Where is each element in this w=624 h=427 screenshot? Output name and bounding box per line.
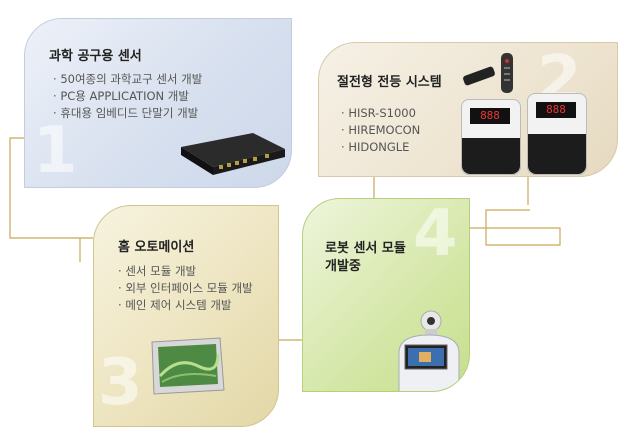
list-item: 외부 인터페이스 모듈 개발 bbox=[118, 280, 252, 297]
sensor-switch-device: 888 bbox=[527, 93, 587, 175]
card-title-line2: 개발중 bbox=[325, 259, 361, 274]
list-item: HIREMOCON bbox=[341, 122, 420, 139]
card-number: 4 bbox=[413, 198, 458, 271]
connector-line-1-3 bbox=[9, 137, 93, 239]
card-title: 홈 오토메이션 bbox=[118, 240, 195, 255]
feature-list: 50여종의 과학교구 센서 개발 PC용 APPLICATION 개발 휴대용 … bbox=[53, 71, 202, 122]
product-list: HISR-S1000 HIREMOCON HIDONGLE bbox=[341, 105, 420, 156]
card-number: 3 bbox=[98, 346, 143, 420]
home-panel-image bbox=[151, 337, 225, 395]
list-item: 50여종의 과학교구 센서 개발 bbox=[53, 71, 202, 88]
card-robot-sensor: 4 로봇 센서 모듈 개발중 bbox=[302, 198, 470, 392]
led-display: 888 bbox=[470, 108, 510, 124]
card-home-automation: 3 홈 오토메이션 센서 모듈 개발 외부 인터페이스 모듈 개발 메인 제어 … bbox=[93, 205, 279, 427]
robot-image bbox=[398, 310, 460, 391]
sensor-device-image bbox=[181, 133, 285, 175]
sensor-switch-device: 888 bbox=[461, 99, 521, 175]
list-item: 센서 모듈 개발 bbox=[118, 263, 253, 280]
list-item: PC용 APPLICATION 개발 bbox=[53, 88, 202, 105]
feature-list: 센서 모듈 개발 외부 인터페이스 모듈 개발 메인 제어 시스템 개발 bbox=[118, 263, 253, 314]
list-item: 휴대용 임베디드 단말기 개발 bbox=[53, 105, 202, 122]
card-title: 과학 공구용 센서 bbox=[49, 49, 142, 64]
list-item: HIDONGLE bbox=[341, 139, 420, 156]
list-item: HISR-S1000 bbox=[341, 105, 420, 122]
led-display: 888 bbox=[536, 102, 576, 118]
device-panel bbox=[528, 134, 586, 174]
dongle-remote-image bbox=[463, 53, 513, 93]
device-panel bbox=[462, 138, 520, 174]
card-title-line1: 로봇 센서 모듈 bbox=[325, 241, 406, 256]
card-science-sensor: 1 과학 공구용 센서 50여종의 과학교구 센서 개발 PC용 APPLICA… bbox=[24, 18, 292, 188]
list-item: 메인 제어 시스템 개발 bbox=[118, 297, 253, 314]
connector-line-4-2 bbox=[470, 209, 561, 246]
card-title: 절전형 전등 시스템 bbox=[337, 75, 442, 90]
card-number: 1 bbox=[33, 114, 78, 188]
card-power-saving-light: 2 절전형 전등 시스템 HISR-S1000 HIREMOCON HIDONG… bbox=[318, 42, 618, 177]
